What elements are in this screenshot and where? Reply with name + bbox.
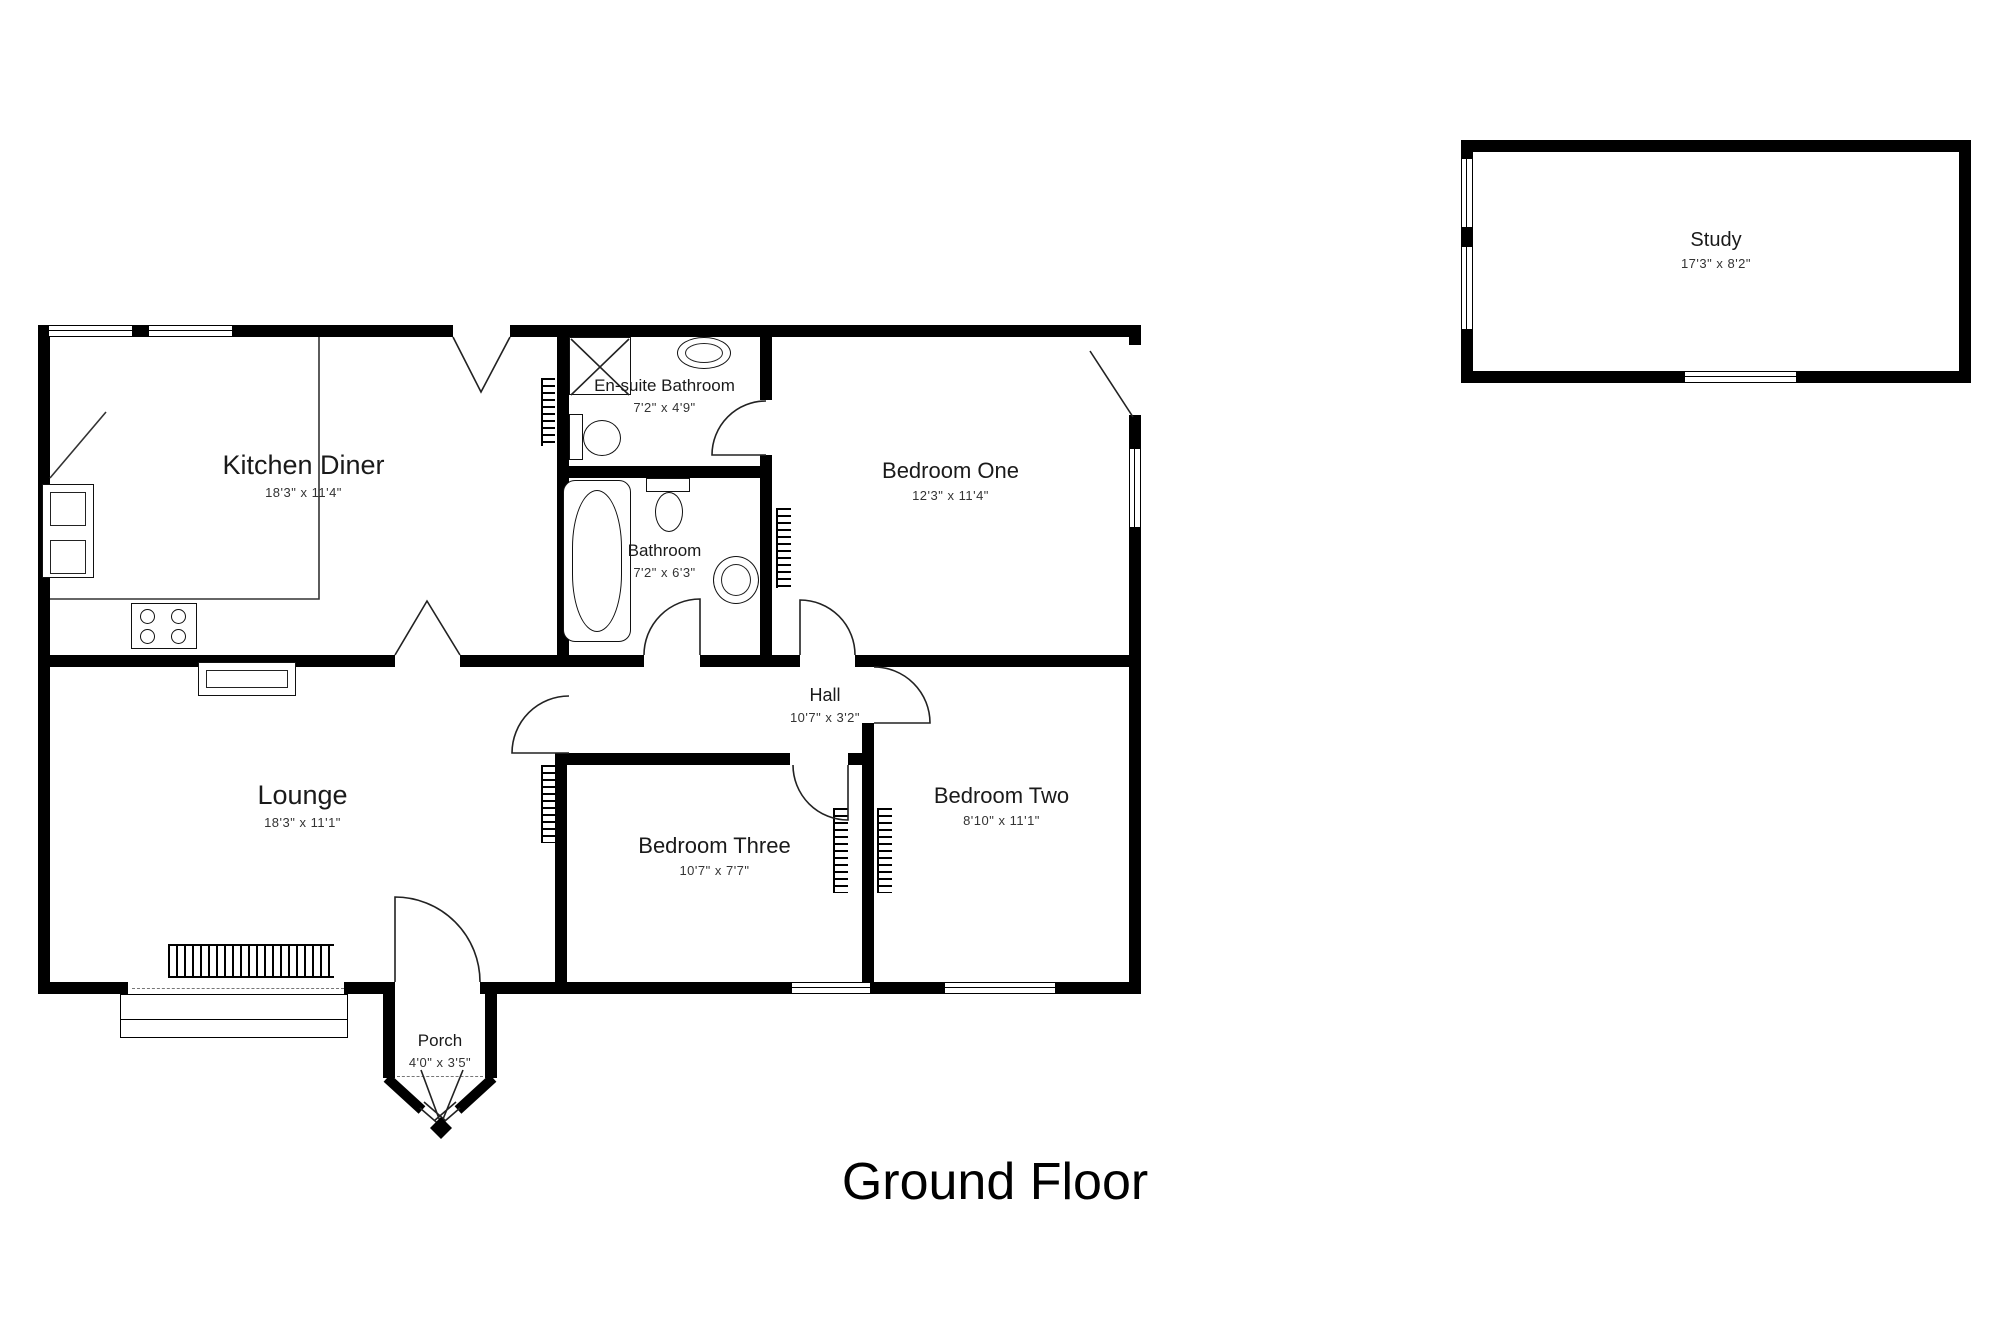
wall-bath-right-1 (760, 325, 772, 400)
door-arc-porch-lounge (394, 896, 481, 983)
wall-top-left (38, 325, 453, 337)
wall-top-right (510, 325, 1141, 337)
ensuite-toilet-cistern (569, 414, 583, 460)
wall-mid-4 (855, 655, 1141, 667)
bedroom-three-window (791, 982, 871, 994)
wall-hall-bottom-1 (555, 753, 790, 765)
wall-bed3-left (555, 753, 567, 994)
bathroom-sink-bowl (721, 564, 751, 596)
wall-bed2-left (862, 723, 874, 994)
radiator (877, 808, 892, 893)
kitchen-sink-bowl (50, 492, 86, 526)
door-arc-bathroom (643, 598, 701, 656)
bay-window-glass-line (121, 1019, 347, 1021)
floor-title: Ground Floor (841, 1153, 1149, 1211)
radiator (833, 808, 848, 893)
study-wall-top (1461, 140, 1971, 152)
bath-inner (572, 490, 622, 632)
french-door-kitchen-top (452, 336, 511, 394)
porch-bay-wall (383, 1074, 497, 1114)
bathroom-toilet-cistern (646, 478, 690, 492)
radiator (541, 765, 556, 843)
hob-burner (140, 629, 155, 644)
radiator (776, 508, 791, 588)
porch-dashed-line (397, 1076, 483, 1077)
hob-burner (171, 609, 186, 624)
bay-dashed-line (132, 988, 344, 989)
door-leaf-bedroom-one-corner (1089, 350, 1134, 418)
wall-bottom-1 (38, 982, 128, 994)
wall-ensuite-divider (557, 466, 772, 478)
door-arc-ensuite (711, 400, 767, 456)
door-arc-bedroom-two (873, 666, 931, 724)
bedroom-two-window (944, 982, 1056, 994)
door-arc-bedroom-three (792, 764, 849, 821)
study-window-3 (1684, 371, 1797, 383)
hob-burner (140, 609, 155, 624)
wall-mid-1 (38, 655, 395, 667)
wall-right-1 (1129, 325, 1141, 345)
porch-wall-right (485, 994, 497, 1078)
french-door-kitchen-lounge (394, 599, 461, 656)
bathroom-toilet (655, 492, 683, 532)
lounge-radiator-inner (206, 670, 288, 688)
lounge-bay-window (120, 994, 348, 1038)
kitchen-sink-drainer (50, 540, 86, 574)
bedroom-one-window (1129, 448, 1141, 528)
study-wall-right (1959, 140, 1971, 383)
wall-mid-2 (460, 655, 644, 667)
porch-wall-left (383, 994, 395, 1078)
ensuite-toilet (583, 420, 621, 456)
radiator (541, 378, 555, 446)
porch-bay-post (430, 1117, 452, 1139)
kitchen-window-1 (48, 325, 133, 337)
ensuite-sink-bowl (685, 343, 723, 363)
kitchen-counter-line (49, 337, 320, 600)
door-arc-hall (511, 695, 570, 754)
hob-burner (171, 629, 186, 644)
radiator (168, 944, 334, 978)
wall-mid-3 (700, 655, 800, 667)
kitchen-window-2 (148, 325, 233, 337)
porch-bay-window (419, 1101, 461, 1128)
shower-screen (570, 338, 630, 396)
wall-bottom-2 (344, 982, 395, 994)
door-arc-bedroom-one (799, 599, 856, 656)
wall-right-2 (1129, 415, 1141, 994)
porch-door (420, 1069, 464, 1127)
wall-bath-right-2 (760, 455, 772, 667)
study-window-1 (1461, 158, 1473, 228)
study-window-2 (1461, 246, 1473, 330)
